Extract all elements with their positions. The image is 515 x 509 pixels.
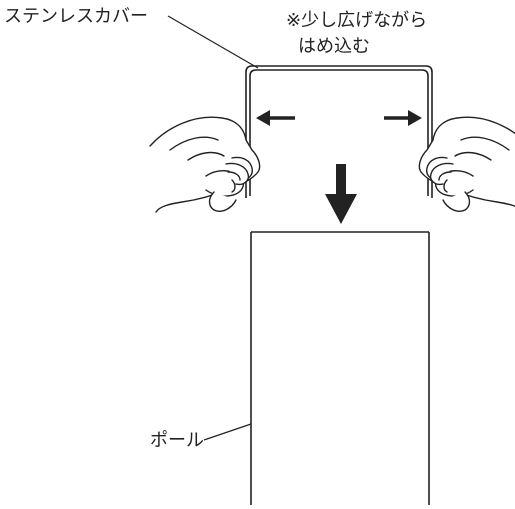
pole	[250, 231, 430, 505]
note-line-2: はめ込む	[298, 36, 370, 57]
left-hand-icon	[149, 116, 261, 213]
cover-leader-line	[167, 15, 259, 69]
pole-leader-line	[203, 423, 252, 441]
arrow-left-icon	[256, 110, 295, 126]
note-line-1: ※少し広げながら	[286, 10, 428, 31]
arrow-right-icon	[384, 110, 422, 126]
cover-label: ステンレスカバー	[4, 6, 148, 27]
right-hand-icon	[418, 116, 515, 212]
arrow-down-icon	[325, 164, 357, 224]
pole-label: ポール	[150, 430, 204, 451]
stainless-cover	[245, 65, 433, 198]
